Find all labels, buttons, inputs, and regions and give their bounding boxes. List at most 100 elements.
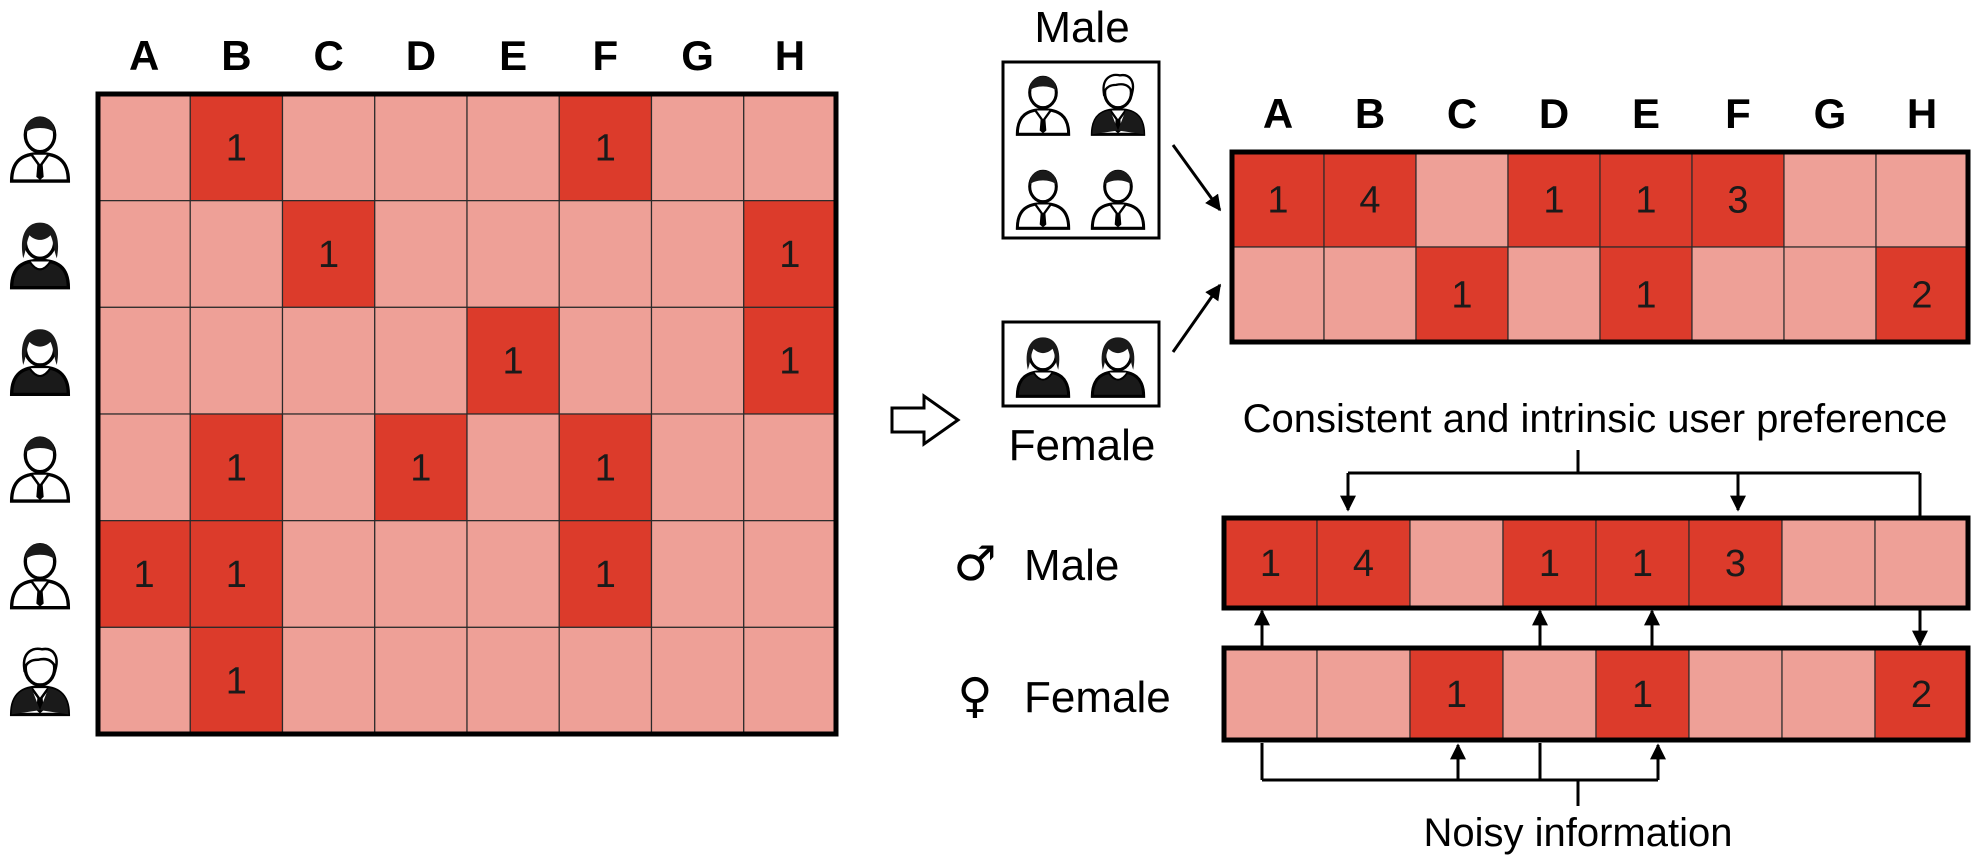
left-matrix-cell (650, 626, 745, 735)
male-group-title: Male (1034, 3, 1129, 52)
male-comparison-cell (1409, 517, 1504, 609)
row-link-arrows (1254, 608, 1928, 648)
aggregate-row-2-cell-value: 1 (1635, 275, 1656, 317)
left-matrix-cell-value: 1 (410, 447, 431, 489)
female-user-icon (9, 222, 71, 290)
left-matrix-cell (743, 413, 837, 522)
female-group-icons (1015, 337, 1146, 398)
left-matrix-cell (374, 413, 468, 522)
left-column-header: C (313, 32, 343, 79)
aggregate-row-2-cell (1507, 246, 1601, 343)
left-matrix-cell (374, 306, 468, 415)
left-matrix-cell (281, 200, 376, 308)
left-matrix-border (95, 91, 839, 737)
left-matrix-cell (97, 93, 191, 202)
left-matrix-cell (558, 520, 653, 628)
aggregate-column-header: F (1725, 90, 1751, 137)
aggregate-row-1-cell-value: 1 (1267, 180, 1288, 222)
left-matrix-cell (281, 626, 376, 735)
male-group: Male (1001, 3, 1161, 240)
left-matrix-cell (374, 93, 468, 202)
male-comparison-cell (1223, 517, 1318, 609)
male-symbol-icon: ♂ (953, 536, 996, 592)
aggregate-row-1-cell-value: 1 (1635, 180, 1656, 222)
left-matrix-cell (743, 93, 837, 202)
noisy-information-bracket (1260, 743, 1666, 806)
male-to-aggregate-arrow (1171, 144, 1222, 212)
female-to-aggregate-arrow (1171, 283, 1222, 353)
male-comparison-cell (1316, 517, 1411, 609)
aggregate-row-1-cell (1783, 151, 1877, 248)
left-matrix-cell-value: 1 (595, 447, 616, 489)
left-matrix-cell (466, 520, 560, 628)
male-comparison-border (1221, 515, 1971, 611)
male-user-tie-icon (1090, 169, 1146, 230)
left-matrix-cell (281, 520, 376, 628)
male-row-label: Male (1024, 541, 1119, 590)
left-matrix-cell-value: 1 (226, 661, 247, 703)
aggregate-row-1-cell (1415, 151, 1509, 248)
consistent-preference-caption: Consistent and intrinsic user preference (1243, 397, 1948, 441)
left-matrix-cell (189, 200, 284, 308)
left-matrix-cell-value: 1 (318, 234, 339, 276)
male-user-suit-icon (9, 647, 71, 717)
left-column-header: E (499, 32, 527, 79)
left-matrix-cell (374, 520, 468, 628)
left-matrix-cell (189, 306, 284, 415)
left-matrix-cell (743, 306, 837, 415)
female-comparison-cell-value: 1 (1632, 674, 1653, 716)
aggregate-row-1-cell (1507, 151, 1601, 248)
left-matrix-cell (558, 306, 653, 415)
male-comparison-cell-value: 3 (1725, 543, 1746, 585)
female-symbol-icon: ♀ (957, 668, 992, 724)
left-matrix-cell (97, 200, 191, 308)
left-column-header: G (681, 32, 714, 79)
aggregate-column-header: A (1263, 90, 1293, 137)
female-comparison-cell (1781, 647, 1876, 741)
female-comparison-cell-value: 2 (1911, 674, 1932, 716)
female-comparison-cell (1502, 647, 1597, 741)
comparison-section: Consistent and intrinsic user preference… (953, 397, 1971, 855)
left-matrix-cell (281, 93, 376, 202)
left-matrix-cell (650, 200, 745, 308)
aggregate-row-2-cell-value: 2 (1911, 275, 1932, 317)
male-user-tie-icon (9, 436, 71, 503)
left-matrix-cell (281, 413, 376, 522)
left-matrix-cell (650, 306, 745, 415)
left-matrix-cell-value: 1 (134, 554, 155, 596)
male-user-tie-icon (1015, 169, 1071, 230)
female-comparison-cell (1409, 647, 1504, 741)
left-matrix-cell (466, 200, 560, 308)
female-group-title: Female (1009, 421, 1156, 470)
aggregate-row-2-cell (1875, 246, 1969, 343)
left-matrix-cell (374, 626, 468, 735)
male-group-icons (1015, 73, 1146, 230)
aggregate-row-2-cell (1691, 246, 1785, 343)
aggregate-row-1-cell (1231, 151, 1325, 248)
left-matrix-cell-value: 1 (595, 554, 616, 596)
female-comparison-cell (1223, 647, 1318, 741)
left-matrix-cell (466, 626, 560, 735)
aggregate-column-header: C (1447, 90, 1477, 137)
left-matrix-cell-value: 1 (226, 554, 247, 596)
left-column-header: H (775, 32, 805, 79)
aggregate-row-2-cell (1231, 246, 1325, 343)
female-comparison-cell-value: 1 (1446, 674, 1467, 716)
female-row-label: Female (1024, 673, 1171, 722)
male-user-tie-icon (9, 116, 71, 183)
left-matrix-cell (189, 413, 284, 522)
aggregate-row-2-cell (1783, 246, 1877, 343)
male-comparison-cell-value: 1 (1539, 543, 1560, 585)
aggregate-column-header: D (1539, 90, 1569, 137)
noisy-information-caption: Noisy information (1423, 811, 1732, 855)
aggregate-column-header: E (1632, 90, 1660, 137)
left-matrix-cell-value: 1 (779, 234, 800, 276)
aggregate-row-1-cell-value: 1 (1543, 180, 1564, 222)
left-matrix-cell (650, 413, 745, 522)
